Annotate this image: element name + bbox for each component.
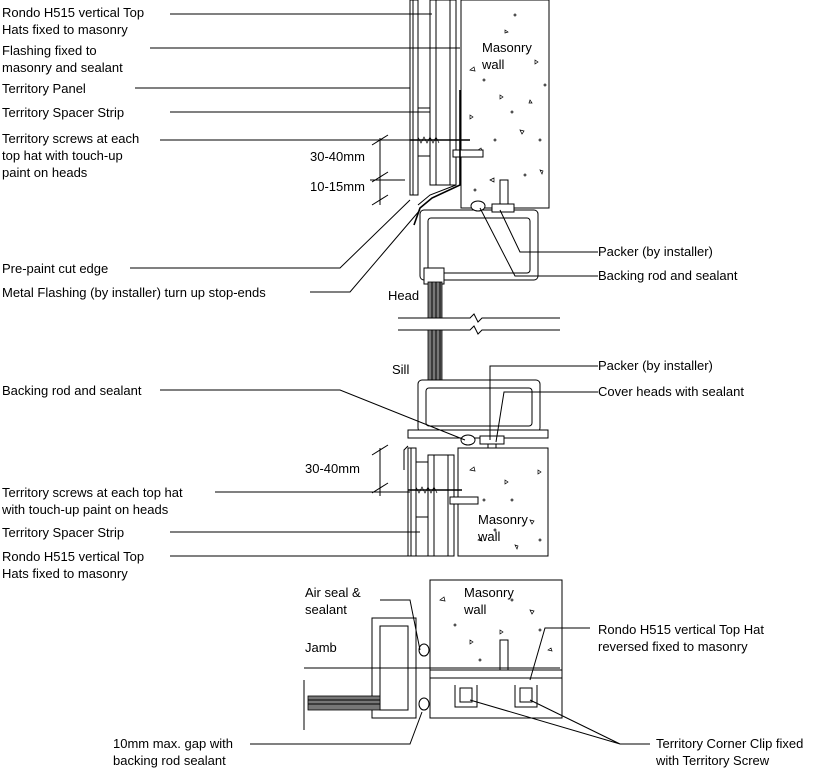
glazing-jamb [307,695,381,711]
label-head: Head [388,288,419,303]
label-packer-top: Packer (by installer) [598,244,713,259]
backing-rod-jamb [418,697,430,711]
label-masonry-sill-2: wall [477,529,501,544]
label-rondo-sill-1: Rondo H515 vertical Top [2,549,144,564]
annotation-labels: Rondo H515 vertical Top Hats fixed to ma… [1,5,803,768]
label-rondo-jamb-1: Rondo H515 vertical Top Hat [598,622,764,637]
label-backing-rod-sill: Backing rod and sealant [2,383,142,398]
territory-panel-top [409,0,419,196]
label-dim-30-40-top: 30-40mm [310,149,365,164]
label-packer-sill: Packer (by installer) [598,358,713,373]
masonry-wall-top [460,0,550,209]
packer-sill [479,435,505,445]
label-sill: Sill [392,362,409,377]
label-masonry-jamb-2: wall [463,602,487,617]
label-rondo-jamb-2: reversed fixed to masonry [598,639,748,654]
air-seal [418,643,430,657]
label-territory-panel: Territory Panel [2,81,86,96]
label-metal-flashing: Metal Flashing (by installer) turn up st… [2,285,266,300]
label-backing-rod-top: Backing rod and sealant [598,268,738,283]
label-screws-sill-2: with touch-up paint on heads [1,502,169,517]
label-masonry-jamb-1: Masonry [464,585,514,600]
sill-detail [403,379,549,557]
corner-clip-1 [454,685,478,708]
backing-rod-top [470,200,486,212]
label-cover-heads: Cover heads with sealant [598,384,744,399]
label-spacer-strip-top: Territory Spacer Strip [2,105,124,120]
label-dim-10-15: 10-15mm [310,179,365,194]
label-screws-top-1: Territory screws at each [2,131,139,146]
label-masonry-top-1: Masonry [482,40,532,55]
label-flashing-fixed-2: masonry and sealant [2,60,123,75]
break-line-1 [398,313,560,323]
label-flashing-fixed-1: Flashing fixed to [2,43,97,58]
label-rondo-top-1: Rondo H515 vertical Top [2,5,144,20]
label-air-seal-2: sealant [305,602,347,617]
label-pre-paint: Pre-paint cut edge [2,261,108,276]
jamb-detail [303,579,563,730]
label-dim-30-40-sill: 30-40mm [305,461,360,476]
label-gap-2: backing rod sealant [113,753,226,768]
metal-flashing [413,90,461,226]
backing-rod-sill [460,434,476,446]
label-spacer-strip-sill: Territory Spacer Strip [2,525,124,540]
head-detail [398,0,560,385]
dimensions [370,134,405,496]
corner-clip-2 [514,685,538,708]
territory-panel-jamb [429,677,563,719]
masonry-wall-jamb [429,579,563,671]
label-masonry-sill-1: Masonry [478,512,528,527]
label-screws-top-2: top hat with touch-up [2,148,123,163]
spacer-strip-top [417,107,431,157]
sill-flashing [407,429,549,439]
label-corner-clip-2: with Territory Screw [655,753,770,768]
territory-panel-sill [407,447,417,557]
label-air-seal-1: Air seal & [305,585,361,600]
leader-lines [130,13,650,745]
rondo-top-hat-top [429,0,457,186]
label-jamb: Jamb [305,640,337,655]
label-rondo-top-2: Hats fixed to masonry [2,22,128,37]
label-corner-clip-1: Territory Corner Clip fixed [656,736,803,751]
label-screws-top-3: paint on heads [2,165,88,180]
label-screws-sill-1: Territory screws at each top hat [2,485,183,500]
label-rondo-sill-2: Hats fixed to masonry [2,566,128,581]
label-gap-1: 10mm max. gap with [113,736,233,751]
rondo-top-hat-sill [427,454,455,557]
packer-top [491,203,515,213]
label-masonry-top-2: wall [481,57,505,72]
